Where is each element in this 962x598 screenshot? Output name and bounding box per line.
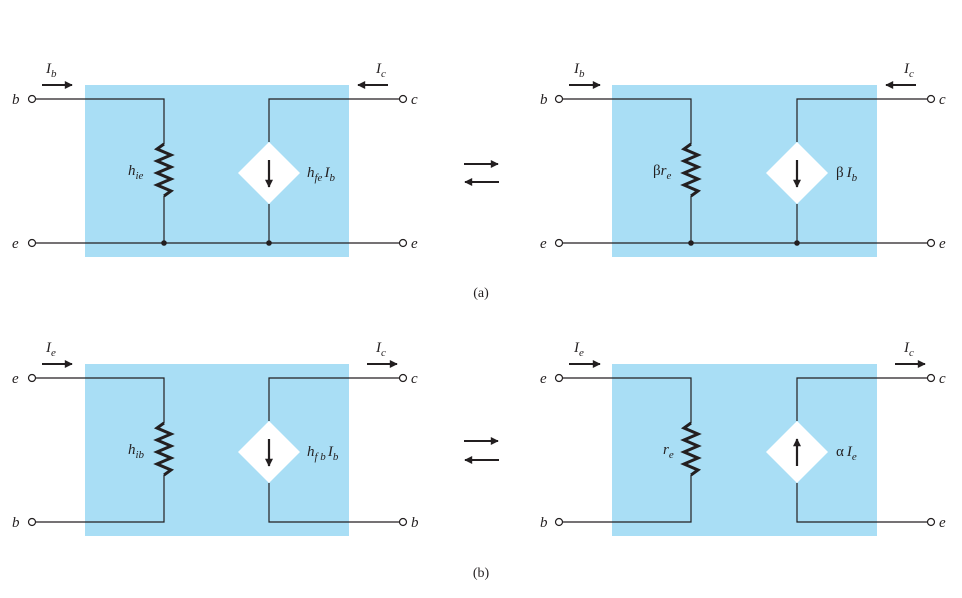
resistor-label: hib (128, 442, 145, 461)
output-current-label: Ic (903, 61, 914, 80)
junction-dot (266, 240, 272, 246)
terminal-label: e (540, 236, 547, 252)
terminal-input-top (27, 373, 37, 383)
output-current-label: Ic (903, 340, 914, 359)
terminal-output-bottom (926, 517, 936, 527)
terminal-label: c (939, 92, 946, 108)
terminal-input-top (554, 373, 564, 383)
model-box (612, 85, 877, 257)
terminal-input-bottom (554, 517, 564, 527)
terminal-label: e (12, 236, 19, 252)
caption-a: (a) (473, 286, 489, 301)
equivalence-arrows-a (464, 160, 499, 186)
equivalence-arrows-b (464, 437, 499, 464)
output-top-wire (796, 98, 927, 142)
junction-dot (688, 240, 694, 246)
terminal-label: c (411, 371, 418, 387)
terminal-output-top (926, 94, 936, 104)
terminal-label: b (12, 92, 20, 108)
resistor-label: βre (653, 163, 671, 182)
input-current-label: Ie (573, 340, 584, 359)
resistor-symbol (680, 421, 702, 477)
input-current-label: Ib (45, 61, 57, 80)
terminal-label: b (540, 92, 548, 108)
resistor-label: re (663, 442, 674, 461)
input-bottom-wire (563, 475, 692, 523)
junction-dot (161, 240, 167, 246)
model-box (85, 85, 349, 257)
terminal-output-top (398, 373, 408, 383)
terminal-label: e (939, 236, 946, 252)
terminal-label: c (411, 92, 418, 108)
resistor-symbol (153, 142, 175, 198)
terminal-output-top (926, 373, 936, 383)
terminal-label: b (540, 515, 548, 531)
output-current-label: Ic (375, 61, 386, 80)
resistor-symbol (153, 421, 175, 477)
input-current-label: Ib (573, 61, 585, 80)
terminal-label: b (12, 515, 20, 531)
resistor-label: hie (128, 163, 144, 182)
output-top-wire (268, 377, 399, 421)
terminal-output-bottom (398, 517, 408, 527)
output-top-wire (796, 377, 927, 421)
terminal-input-bottom (27, 238, 37, 248)
caption-b: (b) (473, 566, 490, 581)
input-bottom-wire (36, 475, 165, 523)
input-top-wire (563, 377, 692, 423)
terminal-label: e (939, 515, 946, 531)
output-current-label: Ic (375, 340, 386, 359)
input-top-wire (36, 377, 165, 423)
output-top-wire (268, 98, 399, 142)
terminal-output-bottom (926, 238, 936, 248)
terminal-input-top (27, 94, 37, 104)
terminal-output-top (398, 94, 408, 104)
input-top-wire (36, 98, 165, 144)
resistor-symbol (680, 142, 702, 198)
terminal-label: e (411, 236, 418, 252)
terminal-input-top (554, 94, 564, 104)
input-top-wire (563, 98, 692, 144)
junction-dot (794, 240, 800, 246)
terminal-input-bottom (554, 238, 564, 248)
terminal-label: e (12, 371, 19, 387)
input-current-label: Ie (45, 340, 56, 359)
terminal-input-bottom (27, 517, 37, 527)
terminal-label: c (939, 371, 946, 387)
model-box (612, 364, 877, 536)
output-bottom-wire (796, 483, 927, 523)
terminal-label: b (411, 515, 419, 531)
model-box (85, 364, 349, 536)
terminal-output-bottom (398, 238, 408, 248)
terminal-label: e (540, 371, 547, 387)
output-bottom-wire (268, 483, 399, 523)
